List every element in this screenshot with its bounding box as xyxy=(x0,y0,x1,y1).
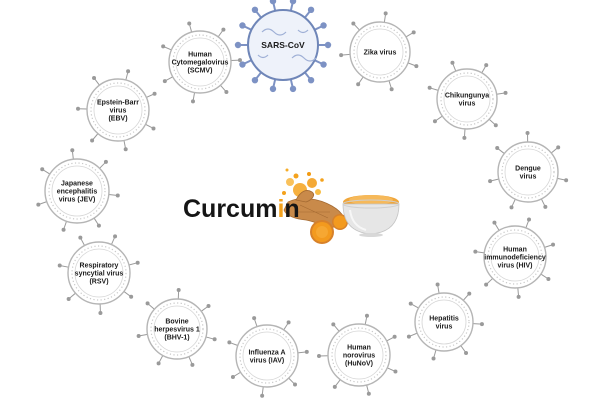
curcumin-title-suffix: n xyxy=(284,195,299,223)
virus-label-dengue: Dengue virus xyxy=(515,165,541,180)
virus-label-hepatitis: Hepatitis virus xyxy=(429,315,459,330)
curcumin-title-accent: i xyxy=(277,195,284,223)
virus-label-line: (SCMV) xyxy=(188,68,213,75)
virus-label-line: SARS-CoV xyxy=(261,40,305,50)
virus-label-line: Cytomegalovirus xyxy=(172,60,229,67)
virus-label-line: Bovine xyxy=(165,318,188,325)
virus-label-line: herpesvirus 1 xyxy=(154,327,200,334)
virus-label-line: immunodeficiency xyxy=(484,255,546,262)
virus-icon xyxy=(488,131,569,210)
virus-node-hepatitis: Hepatitis virus xyxy=(406,282,484,361)
virus-label-line: (BHV-1) xyxy=(164,335,189,342)
virus-icon xyxy=(36,148,120,232)
virus-label-line: virus xyxy=(520,174,537,181)
virus-icon xyxy=(76,69,157,152)
virus-node-iav: Influenza A virus (IAV) xyxy=(227,316,309,398)
virus-label-bhv1: Bovine herpesvirus 1(BHV-1) xyxy=(154,318,200,341)
virus-label-line: virus (JEV) xyxy=(59,197,96,204)
virus-icon xyxy=(317,313,398,396)
virus-label-hunov: Human norovirus(HuNoV) xyxy=(343,344,375,367)
virus-label-line: (EBV) xyxy=(108,116,127,123)
virus-icon xyxy=(473,217,556,299)
virus-label-line: Respiratory xyxy=(80,262,119,269)
virus-label-line: Zika virus xyxy=(364,50,397,57)
virus-label-line: norovirus xyxy=(343,353,375,360)
virus-label-line: Human xyxy=(188,51,212,58)
virus-icon xyxy=(406,282,484,361)
virus-label-line: Influenza A xyxy=(248,349,285,356)
virus-label-line: Dengue xyxy=(515,165,541,172)
virus-node-hunov: Human norovirus(HuNoV) xyxy=(317,313,398,396)
virus-node-bhv1: Bovine herpesvirus 1(BHV-1) xyxy=(136,288,217,367)
virus-label-chikungunya: Chikungunya virus xyxy=(445,92,489,107)
turmeric-slice-icon xyxy=(310,214,348,244)
virus-node-dengue: Dengue virus xyxy=(488,131,569,210)
virus-node-sars-cov: SARS-CoV xyxy=(234,0,332,93)
virus-label-line: virus xyxy=(110,108,127,115)
virus-node-zika: Zika virus xyxy=(339,11,419,92)
curcumin-center: Curcumin xyxy=(183,168,400,244)
virus-label-line: Human xyxy=(503,246,527,253)
virus-label-line: Human xyxy=(347,344,371,351)
virus-icon xyxy=(161,21,242,104)
virus-icon xyxy=(227,316,309,398)
virus-node-rsv: Respiratory syncytial virus(RSV) xyxy=(57,234,140,315)
virus-label-line: encephalitis xyxy=(57,189,98,196)
virus-label-line: (HuNoV) xyxy=(345,361,373,368)
curcumin-title-prefix: Curcum xyxy=(183,195,277,223)
curcumin-title: Curcumin xyxy=(183,195,300,223)
virus-label-line: Epstein-Barr xyxy=(97,99,139,106)
virus-label-sars-cov: SARS-CoV xyxy=(261,40,305,50)
virus-icon xyxy=(57,234,140,315)
virus-label-line: virus xyxy=(436,324,453,331)
virus-label-line: Hepatitis xyxy=(429,315,459,322)
turmeric-bowl-icon xyxy=(342,195,400,237)
virus-node-ebv: Epstein-Barr virus(EBV) xyxy=(76,69,157,152)
virus-label-rsv: Respiratory syncytial virus(RSV) xyxy=(75,262,124,285)
virus-icon xyxy=(427,60,508,140)
coronavirus-icon xyxy=(234,0,332,93)
virus-label-line: virus (IAV) xyxy=(250,358,285,365)
virus-label-line: virus (HIV) xyxy=(497,263,532,270)
virus-label-line: syncytial virus xyxy=(75,271,124,278)
virus-label-zika: Zika virus xyxy=(364,50,397,57)
virus-label-line: (RSV) xyxy=(89,279,108,286)
virus-label-line: Chikungunya xyxy=(445,92,489,99)
virus-label-ebv: Epstein-Barr virus(EBV) xyxy=(97,99,139,122)
virus-icon xyxy=(136,288,217,367)
virus-label-line: Japanese xyxy=(61,180,93,187)
virus-label-line: virus xyxy=(459,101,476,108)
virus-label-iav: Influenza A virus (IAV) xyxy=(248,349,285,364)
virus-node-chikungunya: Chikungunya virus xyxy=(427,60,508,140)
virus-icon xyxy=(339,11,419,92)
